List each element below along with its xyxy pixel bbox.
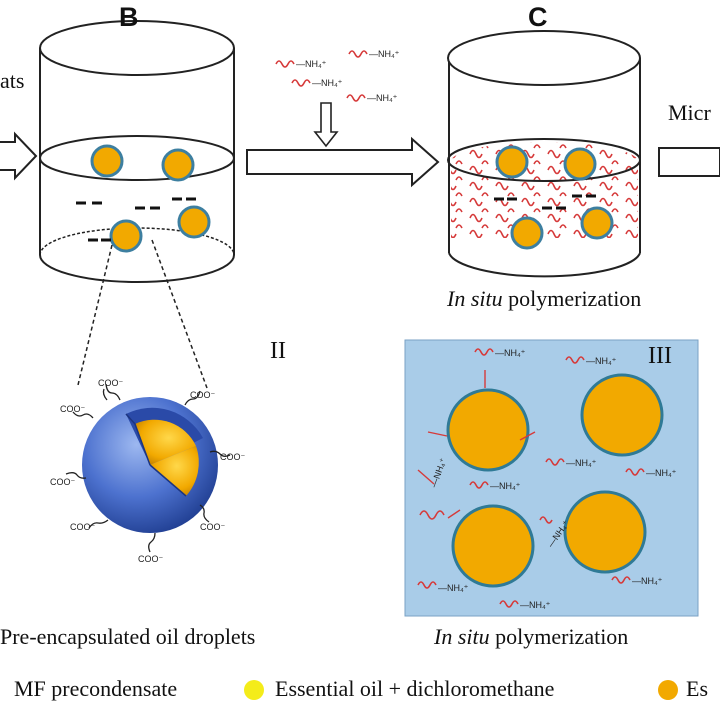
- in-situ-caption-bottom: In situ polymerization: [434, 624, 628, 650]
- pre-encapsulated-caption: Pre-encapsulated oil droplets: [0, 624, 256, 649]
- legend-label-essential-oil: Essential oil + dichloromethane: [275, 676, 555, 701]
- svg-text:—NH₄⁺: —NH₄⁺: [520, 600, 551, 610]
- svg-text:COO⁻: COO⁻: [220, 452, 246, 462]
- down-arrow: [313, 102, 339, 148]
- process-arrow-b-to-c: [246, 136, 440, 188]
- svg-text:—NH₄⁺: —NH₄⁺: [367, 93, 398, 103]
- droplet: [563, 490, 647, 574]
- svg-text:—NH₄⁺: —NH₄⁺: [312, 78, 343, 88]
- droplet: [161, 148, 195, 182]
- droplet: [90, 144, 124, 178]
- left-cut-label: ats: [0, 68, 25, 93]
- svg-text:—NH₄⁺: —NH₄⁺: [586, 356, 617, 366]
- roman-ii: II: [270, 338, 286, 364]
- svg-text:—NH₄⁺: —NH₄⁺: [646, 468, 677, 478]
- svg-text:—NH₄⁺: —NH₄⁺: [490, 481, 521, 491]
- in-situ-rest: polymerization: [508, 286, 642, 311]
- droplet: [510, 216, 544, 250]
- droplet: [446, 388, 530, 472]
- in-situ-italic: In situ: [447, 286, 503, 311]
- zoomed-capsule: COO⁻ COO⁻ COO⁻ COO⁻ COO⁻ COO⁻ COO⁻ COO⁻: [50, 378, 246, 564]
- svg-text:—NH₄⁺: —NH₄⁺: [296, 59, 327, 69]
- panel-letter-b: B: [119, 2, 139, 32]
- droplet: [580, 373, 664, 457]
- left-cut-arrow: [0, 131, 38, 181]
- svg-text:COO⁻: COO⁻: [138, 554, 164, 564]
- svg-text:—NH₄⁺: —NH₄⁺: [566, 458, 597, 468]
- svg-text:—NH₄⁺: —NH₄⁺: [495, 348, 526, 358]
- legend-label-mf-precondensate: MF precondensate: [14, 676, 178, 701]
- in-situ-caption-top: In situ polymerization: [447, 286, 641, 312]
- in-situ-bottom-rest: polymerization: [495, 624, 629, 649]
- amine-chains-top: [275, 50, 368, 102]
- svg-text:COO⁻: COO⁻: [70, 522, 96, 532]
- roman-iii: III: [648, 343, 672, 369]
- svg-text:—NH₄⁺: —NH₄⁺: [369, 49, 400, 59]
- beaker-c: [447, 30, 641, 278]
- svg-text:—NH₄⁺: —NH₄⁺: [438, 583, 469, 593]
- legend-label-es: Es: [686, 676, 708, 701]
- svg-text:COO⁻: COO⁻: [50, 477, 76, 487]
- right-cut-arrow: [658, 147, 720, 177]
- svg-text:COO⁻: COO⁻: [190, 390, 216, 400]
- in-situ-bottom-italic: In situ: [434, 624, 490, 649]
- beaker-b: [39, 20, 235, 283]
- legend-swatch-essential-oil: [244, 680, 264, 700]
- svg-text:—NH₄⁺: —NH₄⁺: [632, 576, 663, 586]
- right-cut-label: Micr: [668, 100, 711, 125]
- panel-letter-c: C: [528, 2, 548, 32]
- svg-text:COO⁻: COO⁻: [98, 378, 124, 388]
- droplet: [563, 147, 597, 181]
- droplet: [580, 206, 614, 240]
- legend-swatch-es: [658, 680, 678, 700]
- svg-text:COO⁻: COO⁻: [200, 522, 226, 532]
- panel-iii: —NH₄⁺ —NH₄⁺ —NH₄⁺ —NH₄⁺ —NH₄⁺ —NH₄⁺ —NH₄…: [404, 339, 699, 617]
- svg-text:COO⁻: COO⁻: [60, 404, 86, 414]
- droplet: [109, 219, 143, 253]
- droplet: [177, 205, 211, 239]
- droplet: [495, 145, 529, 179]
- droplet: [451, 504, 535, 588]
